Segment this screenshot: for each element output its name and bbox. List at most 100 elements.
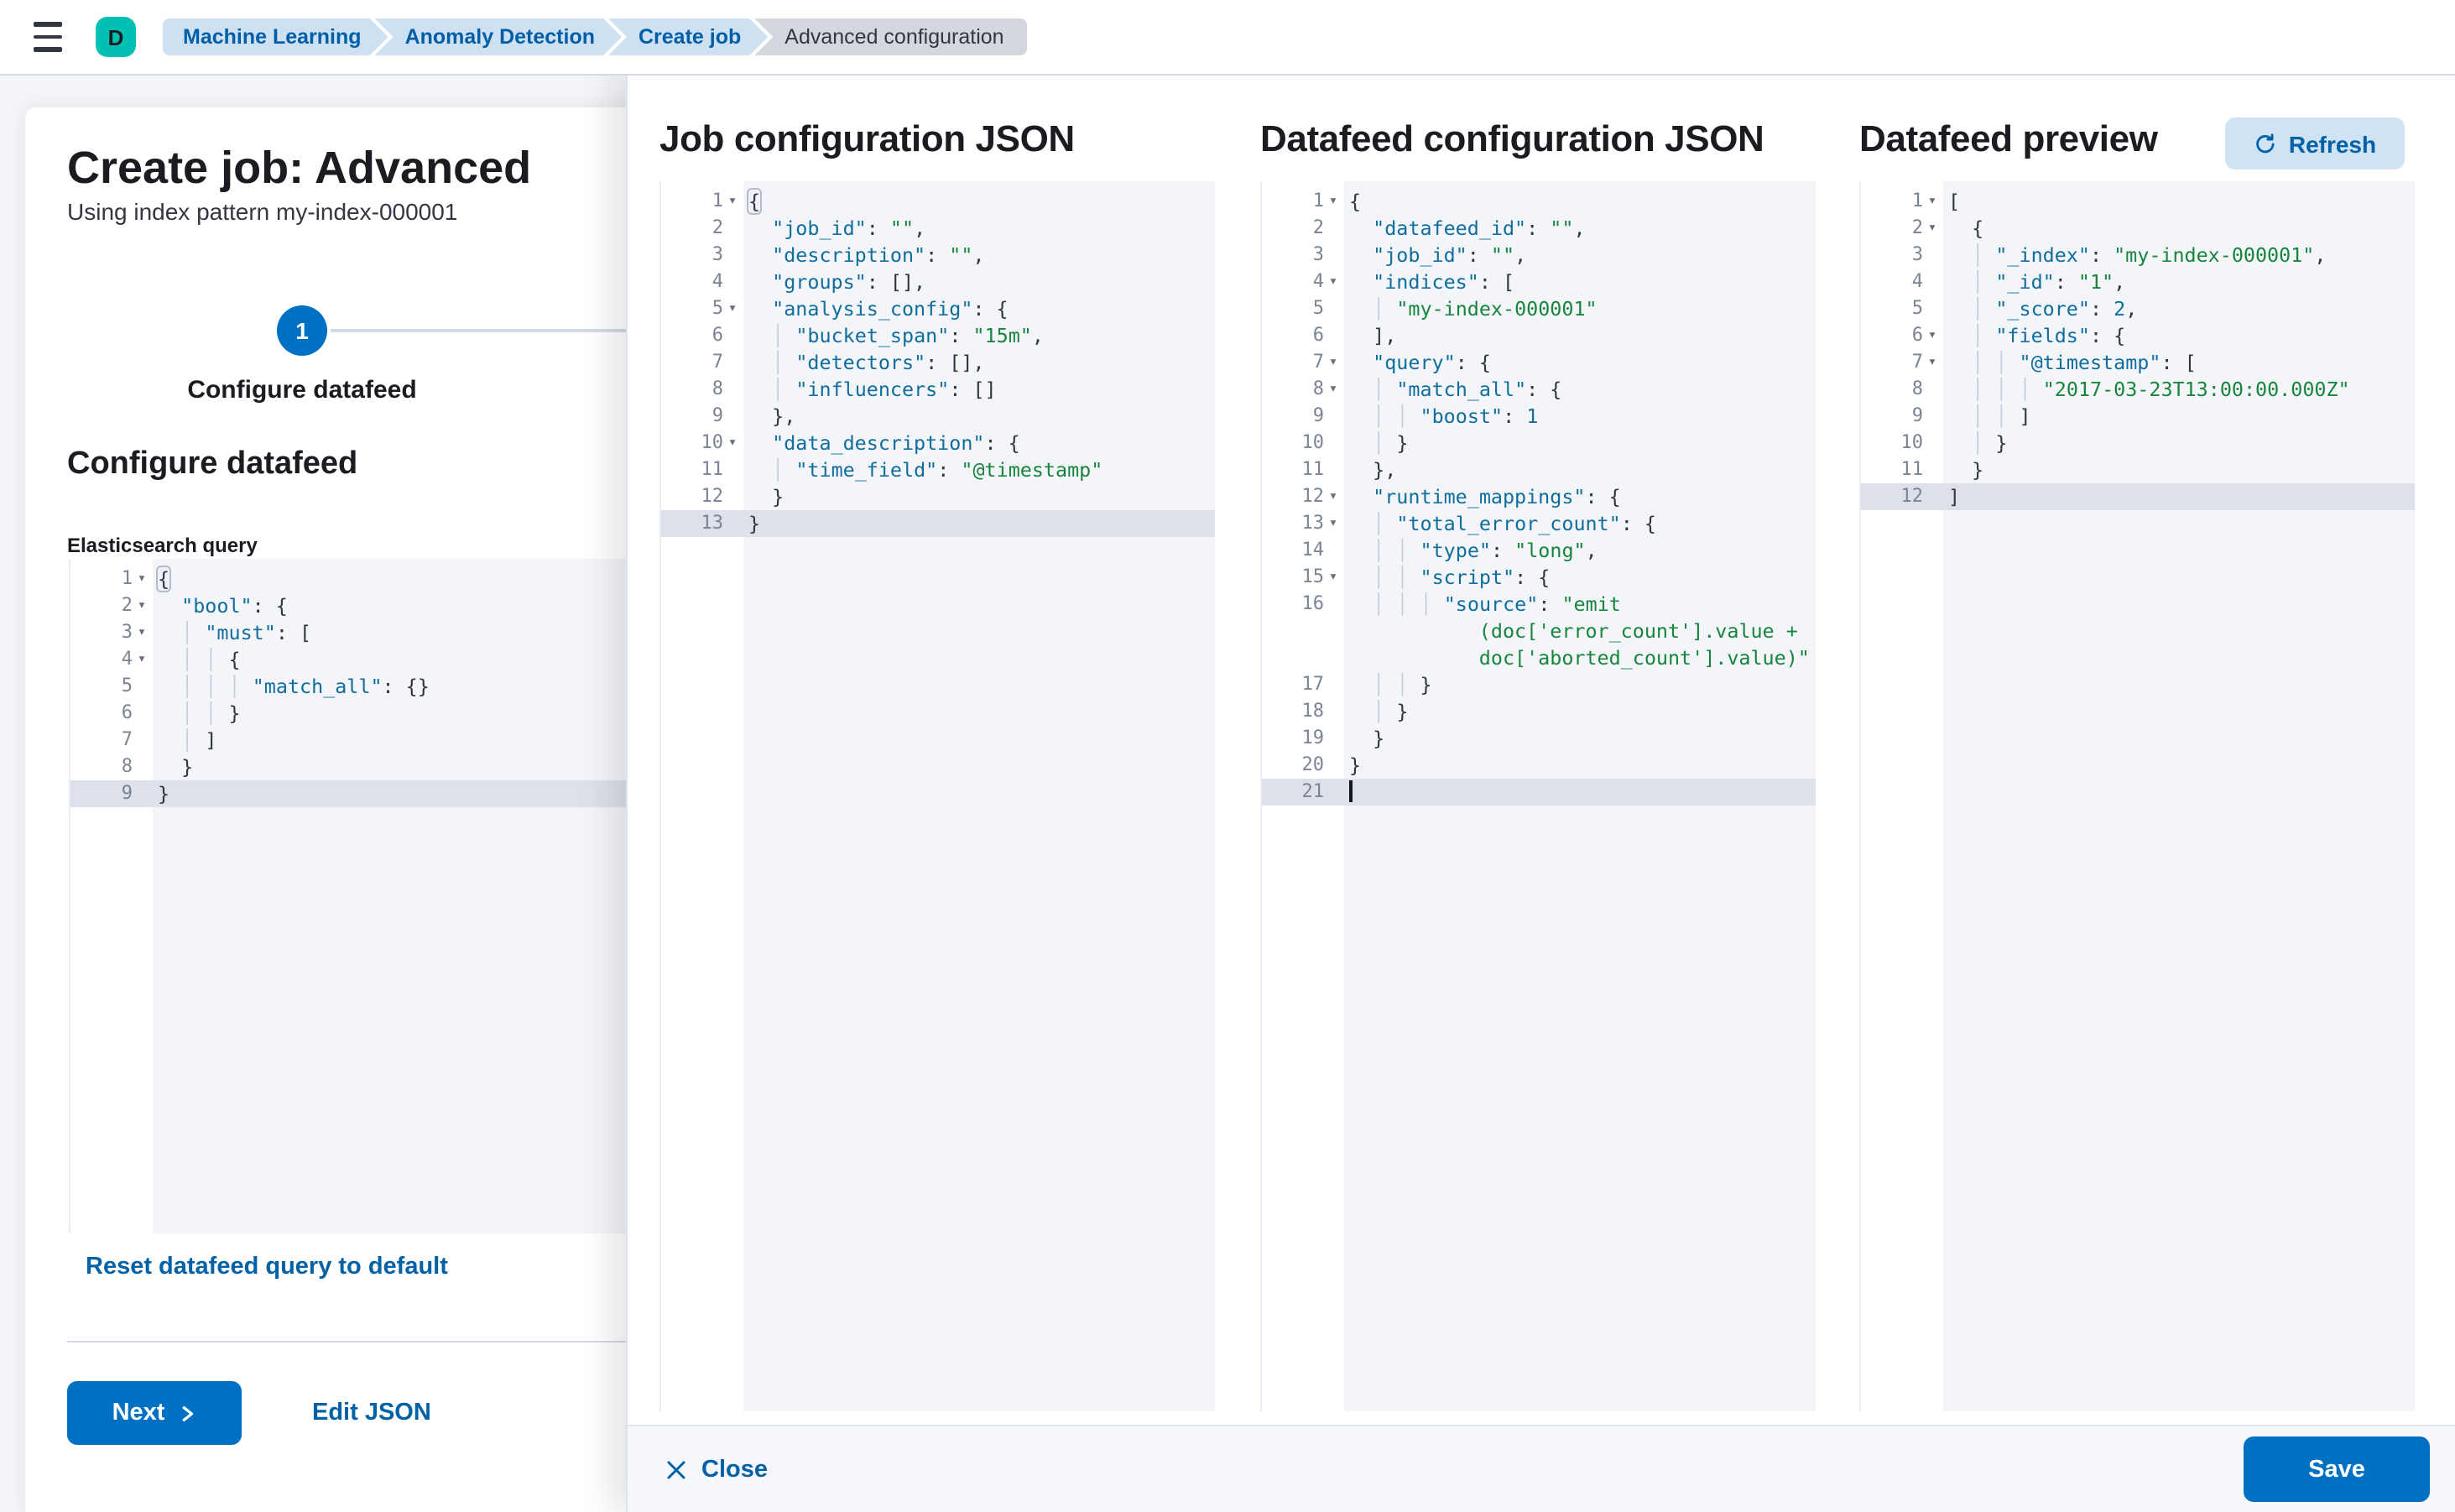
fold-arrow-icon <box>723 269 742 295</box>
line-number: 5 <box>1312 297 1324 319</box>
fold-arrow-icon <box>1324 430 1342 456</box>
fold-arrow-icon[interactable]: ▾ <box>1927 220 1937 237</box>
datafeed-preview-editor[interactable]: 1▾[2▾ {3 │ "_index": "my-index-000001",4… <box>1859 181 2415 1411</box>
elasticsearch-query-editor[interactable]: 1▾{2▾ "bool": {3▾ │ "must": [4▾ │ │ {5 │… <box>69 559 656 1233</box>
next-button-label: Next <box>112 1400 165 1426</box>
code-line: 7 │ "detectors": [], <box>661 349 1215 376</box>
line-number: 14 <box>1301 539 1325 560</box>
fold-arrow-icon[interactable]: ▾ <box>1328 274 1338 290</box>
line-number: 4 <box>1911 270 1923 292</box>
fold-arrow-icon[interactable]: ▾ <box>1927 193 1937 210</box>
line-number: 11 <box>701 458 724 480</box>
code-line: 9 │ │ ] <box>1861 403 2415 430</box>
fold-arrow-icon[interactable]: ▾ <box>1328 515 1338 532</box>
code-line: 6 │ "bucket_span": "15m", <box>661 322 1215 349</box>
line-number: 4 <box>1312 270 1324 292</box>
line-number: 21 <box>1301 780 1325 802</box>
editor-gutter <box>1861 181 1943 1411</box>
line-number: 8 <box>121 755 133 777</box>
fold-arrow-icon <box>1324 698 1342 725</box>
datafeed-config-json-editor[interactable]: 1▾{2 "datafeed_id": "",3 "job_id": "",4▾… <box>1260 181 1816 1411</box>
fold-arrow-icon[interactable]: ▾ <box>137 651 147 668</box>
fold-arrow-icon <box>133 780 151 807</box>
line-number: 8 <box>711 378 723 399</box>
code-line: 2▾ { <box>1861 215 2415 242</box>
breadcrumb-machine-learning[interactable]: Machine Learning <box>163 18 388 55</box>
line-number: 10 <box>701 431 724 453</box>
breadcrumb-anomaly-detection[interactable]: Anomaly Detection <box>375 18 622 55</box>
fold-arrow-icon[interactable]: ▾ <box>137 571 147 587</box>
refresh-button[interactable]: Refresh <box>2225 117 2405 169</box>
code-line: 6 ], <box>1262 322 1816 349</box>
breadcrumb-create-job[interactable]: Create job <box>608 18 768 55</box>
deployment-avatar[interactable]: D <box>96 17 136 57</box>
code-line: 3 "description": "", <box>661 242 1215 269</box>
code-line: doc['aborted_count'].value)" <box>1262 644 1816 671</box>
line-number: 9 <box>1312 404 1324 426</box>
editor-background <box>743 181 1215 1411</box>
line-number: 8 <box>1911 378 1923 399</box>
fold-arrow-icon <box>1923 242 1942 269</box>
line-number: 7 <box>711 351 723 373</box>
fold-arrow-icon[interactable]: ▾ <box>1927 327 1937 344</box>
next-button[interactable]: Next <box>67 1381 242 1445</box>
top-navigation-bar: D Machine Learning Anomaly Detection Cre… <box>0 0 2455 76</box>
line-number: 2 <box>121 594 133 616</box>
fold-arrow-icon <box>1324 591 1342 618</box>
fold-arrow-icon[interactable]: ▾ <box>137 624 147 641</box>
code-line: 5▾ "analysis_config": { <box>661 295 1215 322</box>
save-button[interactable]: Save <box>2244 1436 2430 1502</box>
refresh-button-label: Refresh <box>2288 130 2377 157</box>
close-button[interactable]: Close <box>666 1426 768 1512</box>
page-body: Create job: Advanced Using index pattern… <box>0 74 2455 1512</box>
fold-arrow-icon <box>1324 779 1342 806</box>
fold-arrow-icon[interactable]: ▾ <box>727 300 738 317</box>
fold-arrow-icon[interactable]: ▾ <box>1328 354 1338 371</box>
code-line: 17 │ │ } <box>1262 671 1816 698</box>
code-line: 13} <box>661 510 1215 537</box>
fold-arrow-icon <box>1324 618 1342 644</box>
step-1-indicator[interactable]: 1 <box>277 305 327 356</box>
close-button-label: Close <box>701 1456 768 1483</box>
fold-arrow-icon <box>1923 456 1942 483</box>
menu-icon[interactable] <box>29 17 69 57</box>
fold-arrow-icon <box>1324 242 1342 269</box>
line-number: 2 <box>711 216 723 238</box>
line-number: 15 <box>1301 566 1325 587</box>
code-line: 8 } <box>70 753 656 780</box>
fold-arrow-icon <box>1923 403 1942 430</box>
fold-arrow-icon <box>723 242 742 269</box>
fold-arrow-icon <box>1923 376 1942 403</box>
code-line: 12▾ "runtime_mappings": { <box>1262 483 1816 510</box>
code-line: 6▾ │ "fields": { <box>1861 322 2415 349</box>
fold-arrow-icon[interactable]: ▾ <box>727 193 738 210</box>
job-config-json-editor[interactable]: 1▾{2 "job_id": "",3 "description": "",4 … <box>659 181 1215 1411</box>
code-line: 7 │ ] <box>70 727 656 753</box>
reset-datafeed-query-link[interactable]: Reset datafeed query to default <box>86 1254 448 1280</box>
fold-arrow-icon[interactable]: ▾ <box>1328 193 1338 210</box>
line-number: 3 <box>121 621 133 643</box>
code-line: 1▾{ <box>661 188 1215 215</box>
fold-arrow-icon[interactable]: ▾ <box>1927 354 1937 371</box>
breadcrumb: Machine Learning Anomaly Detection Creat… <box>163 18 1028 55</box>
line-number: 3 <box>1911 243 1923 265</box>
line-number: 1 <box>1312 190 1324 211</box>
fold-arrow-icon[interactable]: ▾ <box>727 435 738 451</box>
fold-arrow-icon <box>1923 483 1942 510</box>
fold-arrow-icon[interactable]: ▾ <box>137 597 147 614</box>
fold-arrow-icon[interactable]: ▾ <box>1328 488 1338 505</box>
fold-arrow-icon <box>723 349 742 376</box>
line-number: 7 <box>121 728 133 750</box>
fold-arrow-icon <box>1923 295 1942 322</box>
fold-arrow-icon[interactable]: ▾ <box>1328 569 1338 586</box>
close-icon <box>667 1460 685 1478</box>
edit-json-link[interactable]: Edit JSON <box>312 1400 431 1426</box>
code-line: 1▾[ <box>1861 188 2415 215</box>
fold-arrow-icon <box>133 753 151 780</box>
fold-arrow-icon[interactable]: ▾ <box>1328 381 1338 398</box>
line-number: 3 <box>711 243 723 265</box>
code-line: 14 │ │ "type": "long", <box>1262 537 1816 564</box>
line-number: 6 <box>1312 324 1324 346</box>
line-number: 5 <box>711 297 723 319</box>
code-line: 8 │ │ │ "2017-03-23T13:00:00.000Z" <box>1861 376 2415 403</box>
